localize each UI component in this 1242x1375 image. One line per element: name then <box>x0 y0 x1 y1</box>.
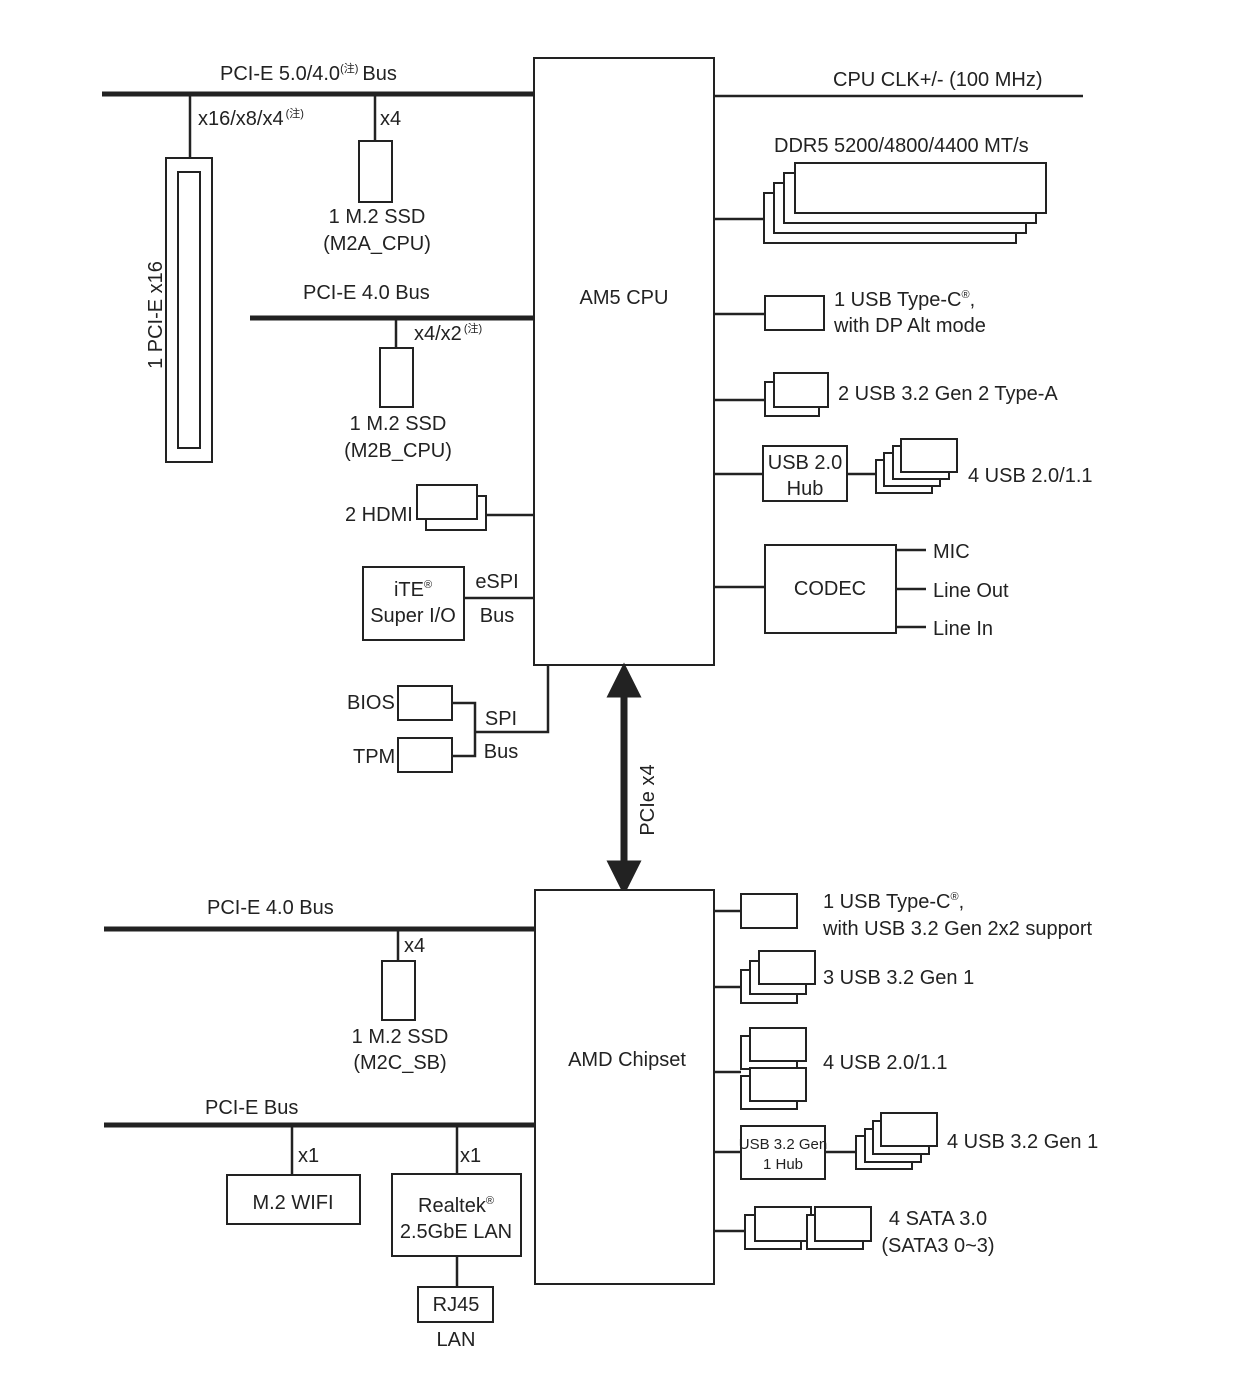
line-in-label: Line In <box>933 618 993 640</box>
sb-usb2-port-b-front <box>749 1067 807 1102</box>
sb-hub-label: 1 Hub <box>763 1156 803 1173</box>
m2a-ssd-box <box>358 140 393 203</box>
espi-bus-label: Bus <box>480 605 514 627</box>
cpu-usb-a-label: 2 USB 3.2 Gen 2 Type-A <box>838 383 1058 405</box>
pcie5-bus-label: PCI-E 5.0/4.0(注)Bus <box>220 61 397 85</box>
sb-usb-gen1-port-1 <box>758 950 816 985</box>
lan-port-label: LAN <box>437 1329 476 1351</box>
pcie-slot-lanes: x16/x8/x4(注) <box>198 106 304 130</box>
superio-box <box>362 566 465 641</box>
pcie-sb-bus-label: PCI-E Bus <box>205 1097 298 1119</box>
usb2-hub-box <box>762 445 848 502</box>
m2c-ssd-id: (M2C_SB) <box>353 1052 446 1074</box>
wifi-box <box>226 1174 361 1225</box>
dimm-1 <box>794 162 1047 214</box>
lan-controller-label: 2.5GbE LAN <box>400 1221 512 1243</box>
sb-usb-c-port <box>740 893 798 929</box>
lan-controller-name: Realtek® <box>418 1195 494 1217</box>
cpu-box <box>533 57 715 666</box>
m2b-ssd-label: 1 M.2 SSD <box>350 413 447 435</box>
pcie-x16-slot-label: 1 PCI-E x16 <box>145 261 167 369</box>
sb-usb-c-label: 1 USB Type-C®, <box>823 891 964 913</box>
m2a-ssd-id: (M2A_CPU) <box>323 233 431 255</box>
sb-usb-c-desc: with USB 3.2 Gen 2x2 support <box>822 918 1092 940</box>
sata-port-b-front <box>814 1206 872 1242</box>
sb-hub-ports-label: 4 USB 3.2 Gen 1 <box>947 1131 1098 1153</box>
wifi-lanes: x1 <box>298 1145 319 1167</box>
m2c-ssd-label: 1 M.2 SSD <box>352 1026 449 1048</box>
cpu-usb-c-label: 1 USB Type-C®, <box>834 289 975 311</box>
sb-usb2-label: 4 USB 2.0/1.1 <box>823 1052 948 1074</box>
spi-link <box>452 665 550 758</box>
pcie4-cpu-bus-label: PCI-E 4.0 Bus <box>303 282 430 304</box>
usb2-hub-label: Hub <box>787 478 824 500</box>
memory-label: DDR5 5200/4800/4400 MT/s <box>774 135 1029 157</box>
m2b-lanes: x4/x2(注) <box>414 321 482 345</box>
hdmi-port-front <box>416 484 478 520</box>
rj45-box <box>417 1286 494 1323</box>
sb-usb2-port-a-front <box>749 1027 807 1062</box>
sb-hub-port-1 <box>880 1112 938 1147</box>
sb-hub-name: USB 3.2 Gen <box>739 1136 827 1153</box>
codec-label: CODEC <box>794 578 866 600</box>
superio-label: Super I/O <box>370 605 456 627</box>
cpu-clock-label: CPU CLK+/- (100 MHz) <box>833 69 1043 91</box>
spi-bus-label: Bus <box>484 741 518 763</box>
spi-label: SPI <box>485 708 517 730</box>
chipset-box <box>534 889 715 1285</box>
usb2-ports-label: 4 USB 2.0/1.1 <box>968 465 1093 487</box>
pcie-x16-slot-inner <box>177 171 201 449</box>
lan-lanes: x1 <box>460 1145 481 1167</box>
hdmi-label: 2 HDMI <box>345 504 413 526</box>
m2a-ssd-label: 1 M.2 SSD <box>329 206 426 228</box>
m2a-lanes: x4 <box>380 108 401 130</box>
m2c-lanes: x4 <box>404 935 425 957</box>
rj45-label: RJ45 <box>433 1294 480 1316</box>
m2b-ssd-id: (M2B_CPU) <box>344 440 452 462</box>
espi-label: eSPI <box>475 571 518 593</box>
m2c-ssd-box <box>381 960 416 1021</box>
mic-label: MIC <box>933 541 970 563</box>
cpu-label: AM5 CPU <box>580 287 669 309</box>
chipset-label: AMD Chipset <box>568 1049 686 1071</box>
tpm-label: TPM <box>353 746 395 768</box>
bios-box <box>397 685 453 721</box>
sata-ports-label: (SATA3 0~3) <box>881 1235 994 1257</box>
cpu-usb-a-port-front <box>773 372 829 408</box>
line-out-label: Line Out <box>933 580 1009 602</box>
codec-box <box>764 544 897 634</box>
lan-controller-box <box>391 1173 522 1257</box>
usb2-port-1 <box>900 438 958 473</box>
tpm-box <box>397 737 453 773</box>
bios-label: BIOS <box>347 692 395 714</box>
wifi-label: M.2 WIFI <box>252 1192 333 1214</box>
cpu-usb-c-port <box>764 295 825 331</box>
pcie4-sb-bus-label: PCI-E 4.0 Bus <box>207 897 334 919</box>
sata-label: 4 SATA 3.0 <box>889 1208 987 1230</box>
cpu-usb-c-desc: with DP Alt mode <box>833 315 986 337</box>
sata-port-a-front <box>754 1206 812 1242</box>
sb-usb-gen1-label: 3 USB 3.2 Gen 1 <box>823 967 974 989</box>
m2b-ssd-box <box>379 347 414 408</box>
usb2-hub-name: USB 2.0 <box>768 452 842 474</box>
superio-name: iTE® <box>394 579 432 601</box>
cpu-chipset-link-label: PCIe x4 <box>637 764 659 835</box>
